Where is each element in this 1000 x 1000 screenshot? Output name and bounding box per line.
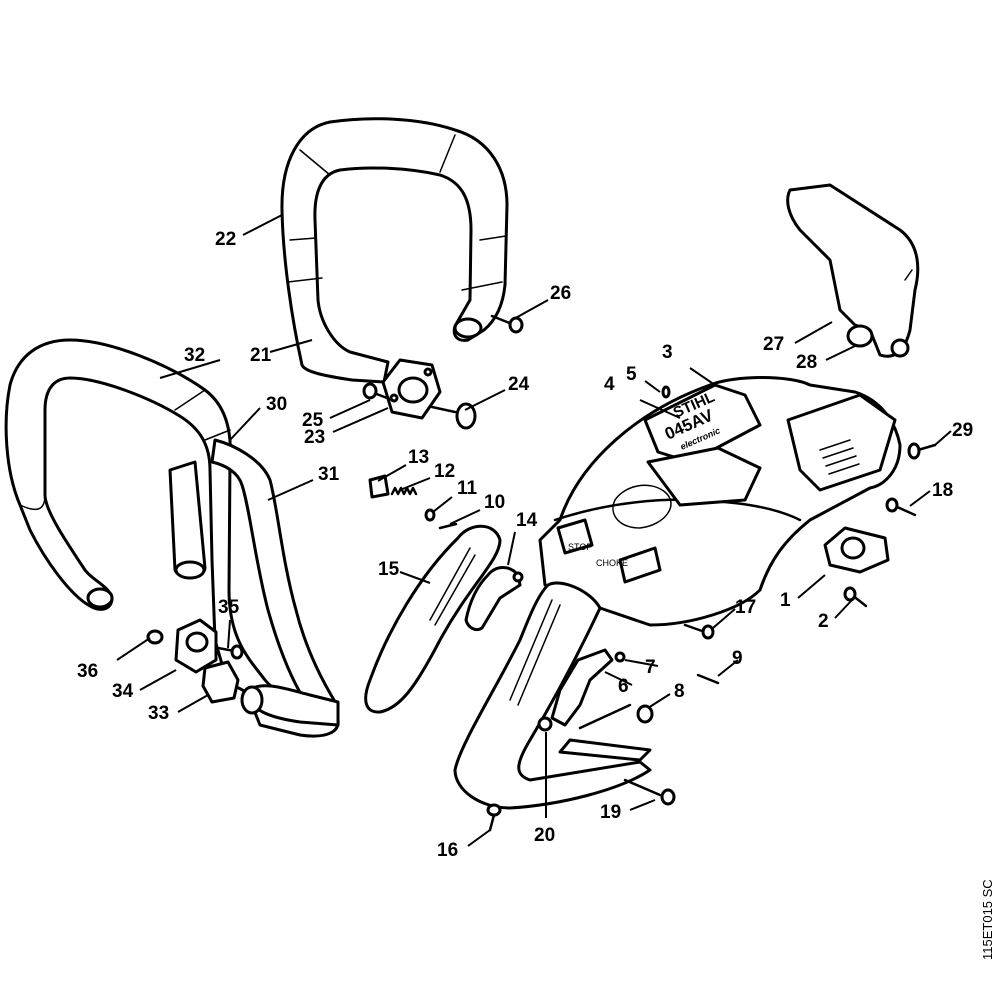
callout-22: 22 <box>215 229 236 250</box>
pin-7 <box>614 651 626 663</box>
label-choke: CHOKE <box>596 558 628 568</box>
screw-17 <box>683 623 715 640</box>
callout-7: 7 <box>645 657 656 678</box>
screw-2 <box>843 586 868 608</box>
callout-10: 10 <box>484 492 505 513</box>
handle-flange <box>381 358 442 420</box>
pin-10 <box>438 522 458 530</box>
cover-15 <box>364 524 502 714</box>
callout-14: 14 <box>516 510 538 531</box>
large-handle-bar <box>4 338 340 738</box>
callout-12: 12 <box>434 461 455 482</box>
screw-35 <box>216 644 244 660</box>
spring-12 <box>390 486 418 496</box>
tube-end <box>240 684 340 727</box>
callout-15: 15 <box>378 559 400 580</box>
callout-24: 24 <box>508 374 530 395</box>
callout-27: 27 <box>763 334 784 355</box>
callout-32: 32 <box>184 345 205 366</box>
screw-19 <box>623 778 676 806</box>
spring-8 <box>578 703 654 730</box>
screw-26 <box>490 314 524 334</box>
bushing-13 <box>368 474 390 499</box>
callout-28: 28 <box>796 352 817 373</box>
callout-20: 20 <box>534 825 555 846</box>
screw-24 <box>430 402 477 430</box>
callout-8: 8 <box>674 681 685 702</box>
callout-17: 17 <box>735 597 756 618</box>
callout-16: 16 <box>437 840 458 861</box>
callout-25: 25 <box>302 410 324 431</box>
label-stop: STOP <box>568 542 592 552</box>
callout-26: 26 <box>550 283 571 304</box>
throttle-trigger <box>550 648 614 727</box>
screw-18 <box>885 497 917 517</box>
bracket-1 <box>823 526 890 574</box>
screw-29 <box>907 442 937 460</box>
bottom-plate <box>558 738 652 762</box>
callout-35: 35 <box>218 597 240 618</box>
latch-14 <box>464 566 524 632</box>
screw-25 <box>362 382 397 403</box>
pin-9 <box>696 673 720 685</box>
callout-36: 36 <box>77 661 98 682</box>
callout-9: 9 <box>732 648 743 669</box>
buffer-33 <box>201 660 240 704</box>
callout-1: 1 <box>780 590 791 611</box>
callout-19: 19 <box>600 802 621 823</box>
callouts: 1 2 3 4 5 6 7 8 9 10 11 12 13 14 15 16 1… <box>77 229 973 861</box>
housing-3: STIHL 045AV electronic STOP CHOKE <box>538 376 902 627</box>
callout-6: 6 <box>618 676 629 697</box>
callout-2: 2 <box>818 611 829 632</box>
callout-3: 3 <box>662 342 673 363</box>
callout-5: 5 <box>626 364 637 385</box>
guard-27 <box>786 183 920 358</box>
callout-29: 29 <box>952 420 973 441</box>
callout-23: 23 <box>304 427 325 448</box>
rear-handle-frame <box>453 581 652 810</box>
callout-4: 4 <box>604 374 615 395</box>
callout-21: 21 <box>250 345 272 366</box>
leader-lines <box>116 214 952 847</box>
callout-34: 34 <box>112 681 134 702</box>
reference-code: 115ET015 SC <box>980 879 995 960</box>
bushing-28 <box>846 324 874 348</box>
callout-13: 13 <box>408 447 429 468</box>
callout-18: 18 <box>932 480 953 501</box>
front-handle-bar <box>280 117 509 384</box>
nut-20 <box>537 716 553 732</box>
buffer-34 <box>174 618 218 674</box>
washer-11 <box>424 508 436 522</box>
callout-11: 11 <box>457 478 478 499</box>
screw-16 <box>486 803 502 832</box>
nut-36 <box>146 629 164 645</box>
part-5 <box>661 385 671 399</box>
callout-33: 33 <box>148 703 169 724</box>
callout-31: 31 <box>318 464 340 485</box>
callout-30: 30 <box>266 394 287 415</box>
